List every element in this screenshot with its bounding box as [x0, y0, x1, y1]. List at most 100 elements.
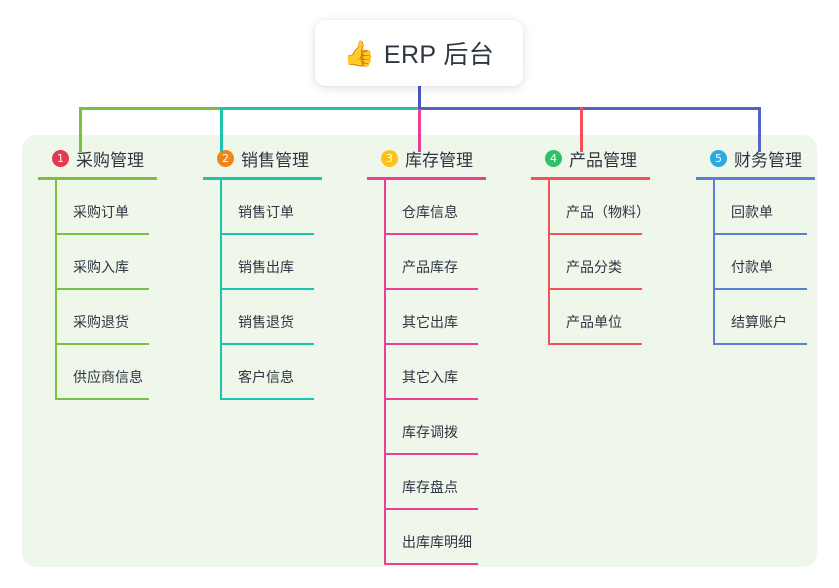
- branch-item[interactable]: 产品（物料）: [548, 180, 681, 235]
- branch-item-underline: [384, 508, 478, 510]
- branch-underline: [203, 177, 322, 180]
- branch-item[interactable]: 仓库信息: [384, 180, 517, 235]
- branch-item-label: 付款单: [731, 259, 773, 275]
- branch-title: 采购管理: [76, 150, 144, 170]
- branch-item[interactable]: 出库库明细: [384, 510, 517, 565]
- branch-underline: [367, 177, 486, 180]
- branch-item-underline: [220, 398, 314, 400]
- branch-item[interactable]: 采购订单: [55, 180, 188, 235]
- branch-item-list: 产品（物料） 产品分类产品单位: [531, 180, 681, 345]
- branch-item[interactable]: 采购退货: [55, 290, 188, 345]
- branch-item[interactable]: 销售出库: [220, 235, 353, 290]
- branch-item-underline: [384, 563, 478, 565]
- branch-item-underline: [713, 288, 807, 290]
- bus-segment-teal: [220, 107, 418, 110]
- branch-column-product: 4 产品管理产品（物料） 产品分类产品单位: [531, 145, 681, 345]
- branch-item[interactable]: 产品分类: [548, 235, 681, 290]
- branch-item-underline: [55, 233, 149, 235]
- branch-number-badge: 4: [545, 149, 562, 167]
- branch-item[interactable]: 付款单: [713, 235, 839, 290]
- branch-item[interactable]: 销售订单: [220, 180, 353, 235]
- branch-spine: [713, 180, 715, 345]
- branch-spine: [548, 180, 550, 345]
- branch-item[interactable]: 库存调拨: [384, 400, 517, 455]
- branch-item-label: 销售出库: [238, 259, 294, 275]
- branch-item-underline: [220, 233, 314, 235]
- branch-item-label: 采购退货: [73, 314, 129, 330]
- branch-item-label: 其它出库: [402, 314, 458, 330]
- branch-item-label: 销售订单: [238, 204, 294, 220]
- branch-number-badge: 5: [710, 149, 727, 167]
- branch-item-underline: [384, 288, 478, 290]
- branch-item-underline: [55, 288, 149, 290]
- branch-item-label: 结算账户: [731, 314, 787, 330]
- branch-item-label: 产品（物料）: [566, 204, 650, 220]
- branch-item-label: 采购入库: [73, 259, 129, 275]
- branch-item-underline: [548, 233, 642, 235]
- branch-item-label: 销售退货: [238, 314, 294, 330]
- branch-item-list: 仓库信息产品库存其它出库其它入库库存调拨库存盘点出库库明细: [367, 180, 517, 565]
- branch-item-underline: [384, 343, 478, 345]
- branch-header-sales[interactable]: 2 销售管理: [203, 145, 353, 171]
- branch-item[interactable]: 产品单位: [548, 290, 681, 345]
- root-node-label: ERP 后台: [383, 41, 495, 69]
- branch-item-label: 供应商信息: [73, 369, 143, 385]
- branch-item[interactable]: 供应商信息: [55, 345, 188, 400]
- branch-item-underline: [713, 343, 807, 345]
- branch-item[interactable]: 库存盘点: [384, 455, 517, 510]
- branch-column-inventory: 3 库存管理仓库信息产品库存其它出库其它入库库存调拨库存盘点出库库明细: [367, 145, 517, 565]
- branch-item-label: 出库库明细: [402, 534, 472, 550]
- bus-segment-green: [79, 107, 220, 110]
- branch-item-underline: [548, 343, 642, 345]
- thumbs-up-icon: 👍: [343, 38, 375, 68]
- branch-item-underline: [384, 453, 478, 455]
- branch-item-label: 其它入库: [402, 369, 458, 385]
- branch-item[interactable]: 其它出库: [384, 290, 517, 345]
- branch-item[interactable]: 客户信息: [220, 345, 353, 400]
- branch-item-label: 回款单: [731, 204, 773, 220]
- branch-item-label: 客户信息: [238, 369, 294, 385]
- root-node[interactable]: 👍 ERP 后台: [315, 20, 523, 86]
- drop-sales: [220, 107, 223, 152]
- drop-finance: [758, 107, 761, 152]
- branch-item-underline: [384, 398, 478, 400]
- branch-title: 销售管理: [241, 150, 309, 170]
- branch-item[interactable]: 销售退货: [220, 290, 353, 345]
- branch-spine: [384, 180, 386, 565]
- branch-number-badge: 2: [217, 149, 234, 167]
- branch-item-label: 产品单位: [566, 314, 622, 330]
- drop-inventory: [418, 107, 421, 152]
- branch-item[interactable]: 采购入库: [55, 235, 188, 290]
- branch-item-label: 库存盘点: [402, 479, 458, 495]
- branch-title: 产品管理: [569, 150, 637, 170]
- branch-spine: [220, 180, 222, 400]
- branch-item-underline: [220, 288, 314, 290]
- branch-item[interactable]: 回款单: [713, 180, 839, 235]
- drop-purchase: [79, 107, 82, 152]
- branch-item-list: 销售订单销售出库销售退货客户信息: [203, 180, 353, 400]
- branch-item[interactable]: 其它入库: [384, 345, 517, 400]
- branch-item-label: 仓库信息: [402, 204, 458, 220]
- branch-underline: [531, 177, 650, 180]
- branch-item[interactable]: 结算账户: [713, 290, 839, 345]
- branch-item[interactable]: 产品库存: [384, 235, 517, 290]
- branch-column-finance: 5 财务管理回款单付款单结算账户: [696, 145, 839, 345]
- branch-underline: [696, 177, 815, 180]
- branch-title: 财务管理: [734, 150, 802, 170]
- branch-header-product[interactable]: 4 产品管理: [531, 145, 681, 171]
- drop-product: [580, 107, 583, 152]
- branch-item-list: 采购订单采购入库采购退货供应商信息: [38, 180, 188, 400]
- branch-column-sales: 2 销售管理销售订单销售出库销售退货客户信息: [203, 145, 353, 400]
- bus-segment-blue: [418, 107, 761, 110]
- branch-number-badge: 3: [381, 149, 398, 167]
- branch-item-label: 采购订单: [73, 204, 129, 220]
- branch-item-underline: [55, 398, 149, 400]
- branch-title: 库存管理: [405, 150, 473, 170]
- branch-item-underline: [220, 343, 314, 345]
- branch-header-inventory[interactable]: 3 库存管理: [367, 145, 517, 171]
- branch-underline: [38, 177, 157, 180]
- branch-header-finance[interactable]: 5 财务管理: [696, 145, 839, 171]
